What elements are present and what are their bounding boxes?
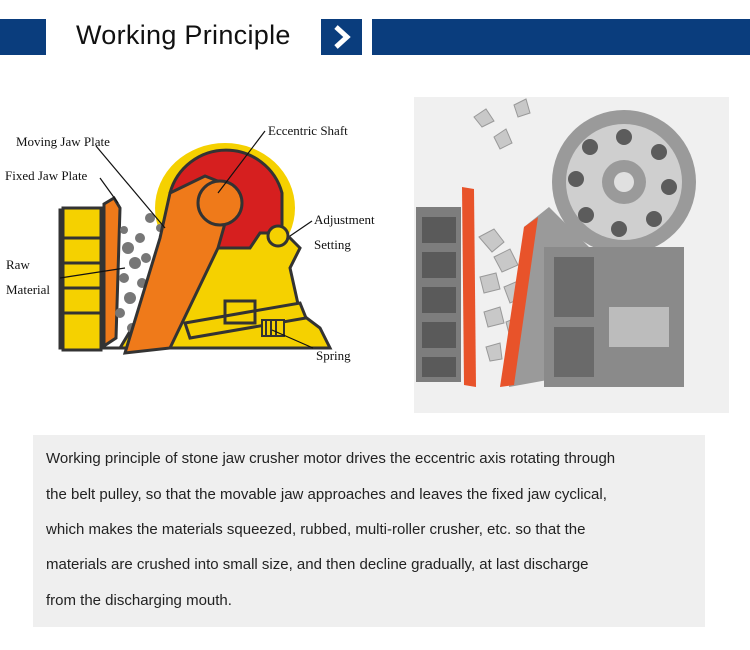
label-raw: Raw (6, 257, 30, 272)
label-fixed-jaw-plate: Fixed Jaw Plate (5, 168, 88, 183)
crusher-illustration (58, 130, 333, 355)
crusher-render-illustration (414, 97, 729, 413)
description-line: which makes the materials squeezed, rubb… (46, 521, 586, 538)
chevron-right-icon (321, 19, 362, 55)
header-bar-left (0, 19, 46, 55)
jaw-crusher-diagram: Moving Jaw Plate Eccentric Shaft Fixed J… (0, 98, 392, 416)
label-moving-jaw-plate: Moving Jaw Plate (16, 134, 110, 149)
description-line: materials are crushed into small size, a… (46, 556, 589, 573)
crusher-3d-render (414, 97, 729, 413)
header-bar-right (372, 19, 750, 55)
page-title: Working Principle (76, 20, 291, 50)
description-line: from the discharging mouth. (46, 592, 232, 609)
label-spring: Spring (316, 348, 351, 363)
label-setting: Setting (314, 237, 351, 252)
label-adjustment: Adjustment (314, 212, 375, 227)
description-line: Working principle of stone jaw crusher m… (46, 450, 616, 467)
description-box: Working principle of stone jaw crusher m… (33, 435, 705, 627)
description-line: the belt pulley, so that the movable jaw… (46, 486, 607, 503)
label-material: Material (6, 282, 51, 297)
label-eccentric-shaft: Eccentric Shaft (268, 123, 348, 138)
